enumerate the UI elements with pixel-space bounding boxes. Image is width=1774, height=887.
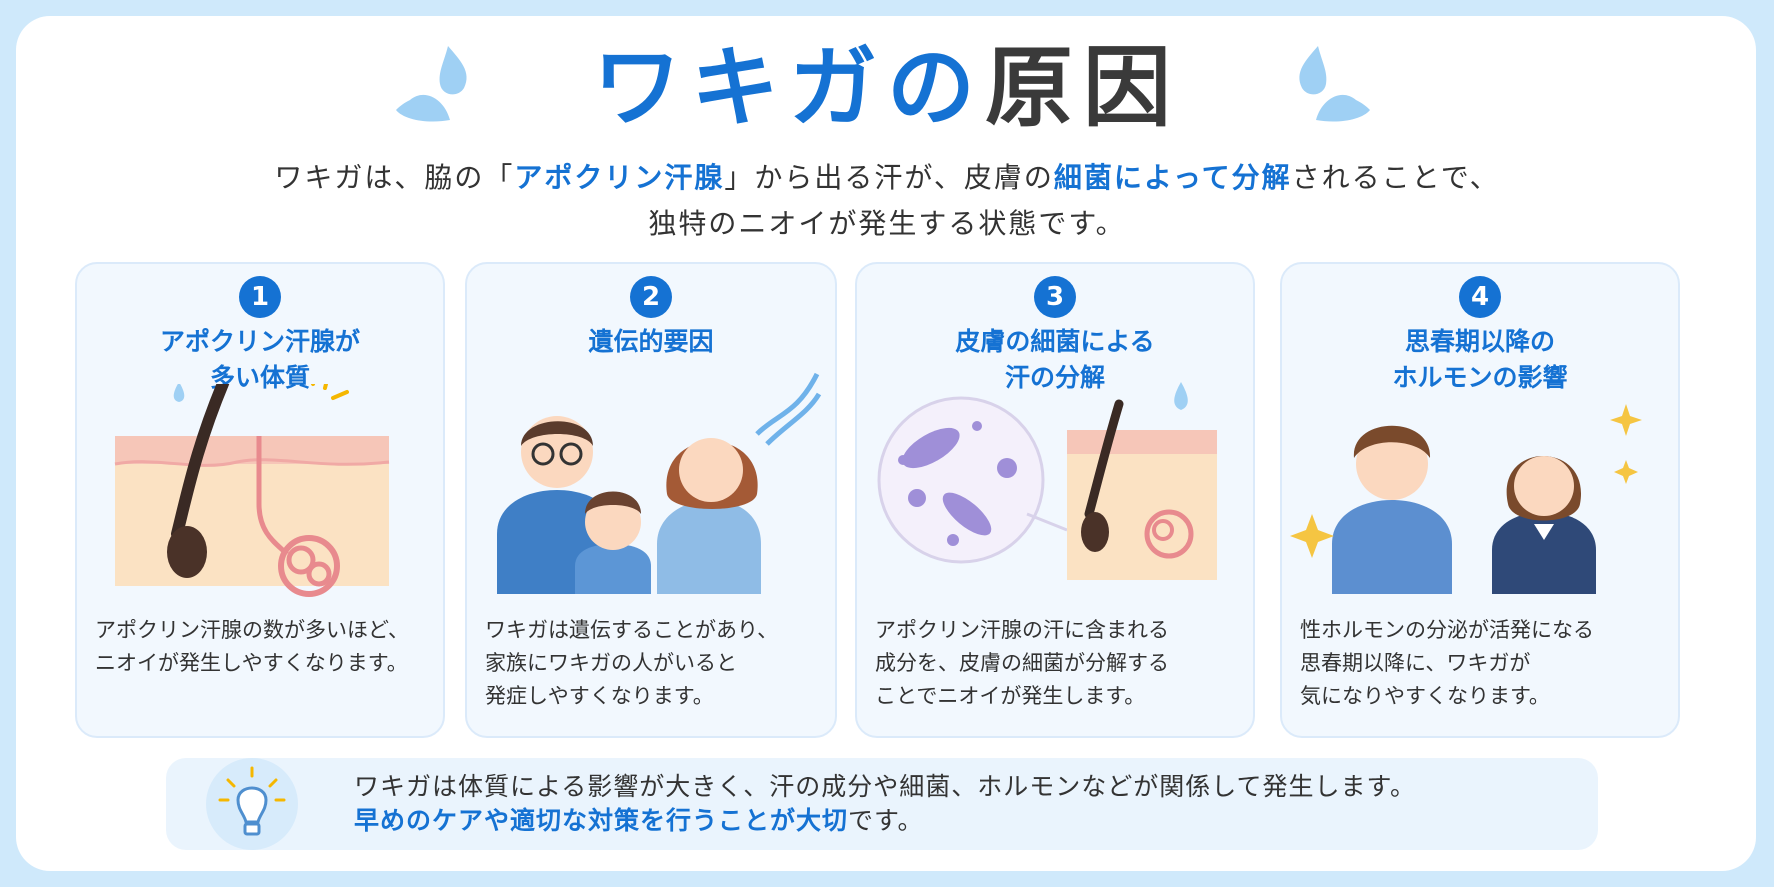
title-part1: ワキガ xyxy=(592,36,887,139)
intro-text: ワキガは、脇の「アポクリン汗腺」から出る汗が、皮膚の細菌によって分解されることで… xyxy=(0,155,1774,247)
card-desc-line: アポクリン汗腺の汗に含まれる xyxy=(875,618,1169,642)
card-desc-line: ワキガは遺伝することがあり、 xyxy=(485,618,779,642)
card-description: アポクリン汗腺の数が多いほど、 ニオイが発生しやすくなります。 xyxy=(77,614,443,680)
card-desc-line: 気になりやすくなります。 xyxy=(1300,684,1550,708)
number-badge: 3 xyxy=(1034,276,1076,318)
card-title-line: 皮膚の細菌による xyxy=(955,327,1155,356)
summary-text: ワキガは体質による影響が大きく、汗の成分や細菌、ホルモンなどが関係して発生します… xyxy=(354,770,1416,838)
title-part3: 原因 xyxy=(985,36,1182,139)
water-drop-icon xyxy=(396,46,467,122)
card-description: ワキガは遺伝することがあり、 家族にワキガの人がいると 発症しやすくなります。 xyxy=(467,614,835,713)
cause-card-2: 2 遺伝的要因 ワキガは遺伝することがあり、 家族にワキガの人がいると 発症しや… xyxy=(465,262,837,738)
bacteria-icon xyxy=(898,421,1017,546)
water-drop-icon xyxy=(1299,46,1370,122)
card-title-line: ホルモンの影響 xyxy=(1392,363,1568,392)
lightbulb-icon xyxy=(206,758,298,850)
number-badge: 1 xyxy=(239,276,281,318)
card-title: 思春期以降の ホルモンの影響 xyxy=(1282,324,1678,396)
card-title: 遺伝的要因 xyxy=(467,324,835,360)
card-desc-line: 思春期以降に、ワキガが xyxy=(1300,651,1531,675)
card-desc-line: 成分を、皮膚の細菌が分解する xyxy=(875,651,1169,675)
cause-card-3: 3 皮膚の細菌による 汗の分解 アポクリン汗腺の汗に含まれる 成分を、皮膚の細菌… xyxy=(855,262,1255,738)
card-desc-line: 発症しやすくなります。 xyxy=(485,684,714,708)
card-desc-line: ことでニオイが発生します。 xyxy=(875,684,1146,708)
intro-segment: 」から出る汗が、皮膚の xyxy=(724,161,1054,194)
summary-line1: ワキガは体質による影響が大きく、汗の成分や細菌、ホルモンなどが関係して発生します… xyxy=(354,772,1417,801)
teens-illustration xyxy=(1290,404,1642,594)
intro-highlight: アポクリン汗腺 xyxy=(514,161,725,194)
cause-card-4: 4 思春期以降の ホルモンの影響 性ホルモンの分泌が活発になる 思春期以降に、ワ… xyxy=(1280,262,1680,738)
summary-highlight: 早めのケアや適切な対策を行うことが xyxy=(354,806,797,835)
number-badge: 4 xyxy=(1459,276,1501,318)
card-description: アポクリン汗腺の汗に含まれる 成分を、皮膚の細菌が分解する ことでニオイが発生し… xyxy=(857,614,1253,713)
intro-segment: ワキガは、脇の「 xyxy=(274,161,515,194)
summary-box: ワキガは体質による影響が大きく、汗の成分や細菌、ホルモンなどが関係して発生します… xyxy=(166,758,1598,850)
intro-line2: 独特のニオイが発生する状態です。 xyxy=(648,207,1126,240)
card-desc-line: ニオイが発生しやすくなります。 xyxy=(95,651,408,675)
card-title-line: アポクリン汗腺が xyxy=(159,327,360,356)
page-title: ワキガの原因 xyxy=(0,38,1774,138)
sparkle-icon xyxy=(1290,404,1642,558)
summary-segment: です。 xyxy=(848,806,924,835)
skin-gland-illustration xyxy=(114,384,390,597)
cause-card-1: 1 アポクリン汗腺が 多い体質 アポクリン汗腺の数が多いほど、 ニオイが発生しや… xyxy=(75,262,445,738)
card-title-line: 遺伝的要因 xyxy=(588,327,714,356)
card-desc-line: アポクリン汗腺の数が多いほど、 xyxy=(95,618,409,642)
summary-highlight: 大切 xyxy=(796,806,849,835)
card-desc-line: 家族にワキガの人がいると xyxy=(485,651,737,675)
card-title-line: 汗の分解 xyxy=(1004,363,1105,392)
family-illustration xyxy=(497,372,822,594)
card-description: 性ホルモンの分泌が活発になる 思春期以降に、ワキガが 気になりやすくなります。 xyxy=(1282,614,1678,713)
intro-segment: されることで、 xyxy=(1291,161,1500,194)
card-title-line: 思春期以降の xyxy=(1404,327,1555,356)
card-desc-line: 性ホルモンの分泌が活発になる xyxy=(1300,618,1594,642)
number-badge: 2 xyxy=(630,276,672,318)
title-part2: の xyxy=(886,36,985,139)
bacteria-skin-illustration xyxy=(877,382,1217,580)
dna-icon xyxy=(755,372,822,446)
card-title: 皮膚の細菌による 汗の分解 xyxy=(857,324,1253,396)
intro-highlight: 細菌によって分解 xyxy=(1053,161,1292,194)
